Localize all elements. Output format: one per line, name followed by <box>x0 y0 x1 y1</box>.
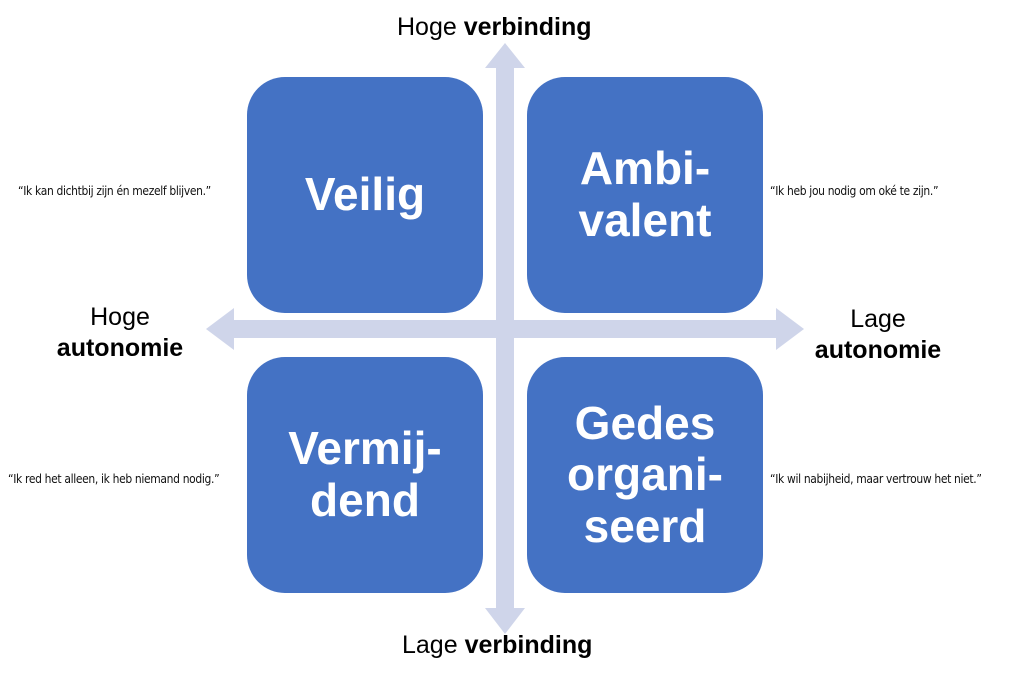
arrow-right-icon <box>776 308 804 350</box>
quadrant-gedesorganiseerd: Gedes organi- seerd <box>527 357 763 593</box>
axis-bottom-bold: verbinding <box>464 631 593 659</box>
axis-left-line1: Hoge <box>90 303 150 331</box>
axis-right-line1: Lage <box>850 305 906 333</box>
quadrant-veilig-line1: Veilig <box>304 168 426 221</box>
axis-label-left: Hoge autonomie <box>46 302 194 365</box>
arrow-left-icon <box>206 308 234 350</box>
quote-veilig: “Ik kan dichtbij zijn én mezelf blijven.… <box>18 183 211 198</box>
arrow-down-icon <box>485 608 525 634</box>
axis-label-right: Lage autonomie <box>804 304 952 367</box>
quadrant-ambivalent-line1: Ambi- <box>579 142 711 195</box>
quadrant-vermijdend-line1: Vermij- <box>288 422 442 475</box>
axis-top-bold: verbinding <box>463 13 592 41</box>
quote-gedesorganiseerd: “Ik wil nabijheid, maar vertrouw het nie… <box>770 471 982 486</box>
arrow-up-icon <box>485 43 525 68</box>
quadrant-veilig: Veilig <box>247 77 483 313</box>
axis-label-bottom: Lage verbinding <box>402 630 592 661</box>
quote-vermijdend: “Ik red het alleen, ik heb niemand nodig… <box>8 471 220 486</box>
quote-ambivalent: “Ik heb jou nodig om oké te zijn.” <box>770 183 939 198</box>
quadrant-ambivalent: Ambi- valent <box>527 77 763 313</box>
quadrant-ambivalent-line2: valent <box>578 194 712 246</box>
vertical-axis-shaft <box>496 66 514 614</box>
quadrant-gedesorganiseerd-line2: organi- <box>567 448 723 501</box>
quadrant-gedesorganiseerd-line3: seerd <box>583 499 707 552</box>
axis-top-prefix: Hoge <box>397 13 457 41</box>
quadrant-vermijdend-line2: dend <box>310 474 420 526</box>
axis-bottom-prefix: Lage <box>402 631 458 659</box>
axis-right-line2: autonomie <box>814 336 942 365</box>
horizontal-axis-shaft <box>230 320 780 338</box>
quadrant-gedesorganiseerd-line1: Gedes <box>574 396 716 449</box>
axis-label-top: Hoge verbinding <box>397 12 592 43</box>
axis-left-line2: autonomie <box>56 334 184 363</box>
quadrant-vermijdend: Vermij- dend <box>247 357 483 593</box>
